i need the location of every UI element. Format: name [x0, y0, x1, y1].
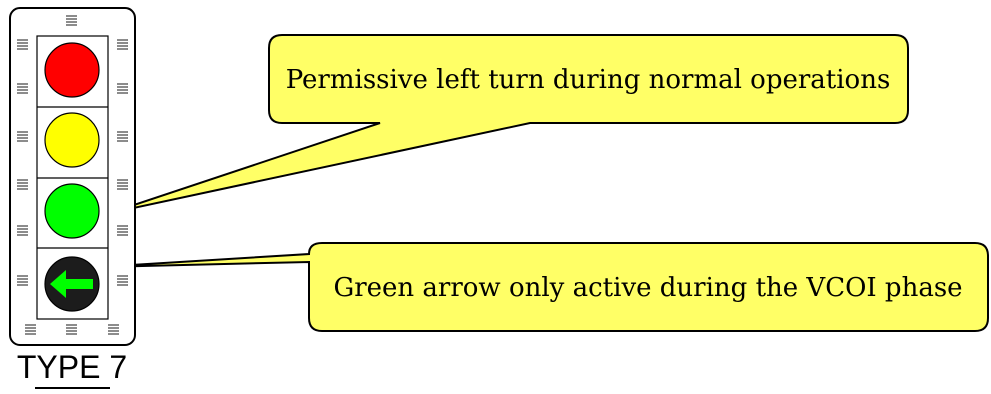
signal-head — [9, 7, 136, 346]
callout-bubble — [97, 242, 989, 332]
housing-vent-marks — [17, 15, 128, 335]
yellow-lens — [44, 112, 100, 168]
callout-permissive-left-turn: Permissive left turn during normal opera… — [109, 34, 909, 214]
callout-text: Permissive left turn during normal opera… — [286, 65, 891, 95]
callout-bubble — [109, 34, 909, 214]
left-arrow-icon — [50, 270, 93, 298]
green-lens — [44, 183, 100, 239]
red-lens — [44, 42, 100, 98]
callout-text: Green arrow only active during the VCOI … — [333, 273, 962, 303]
signal-type-label: TYPE 7 — [17, 349, 127, 385]
callout-green-arrow-vcoi: Green arrow only active during the VCOI … — [97, 242, 989, 332]
